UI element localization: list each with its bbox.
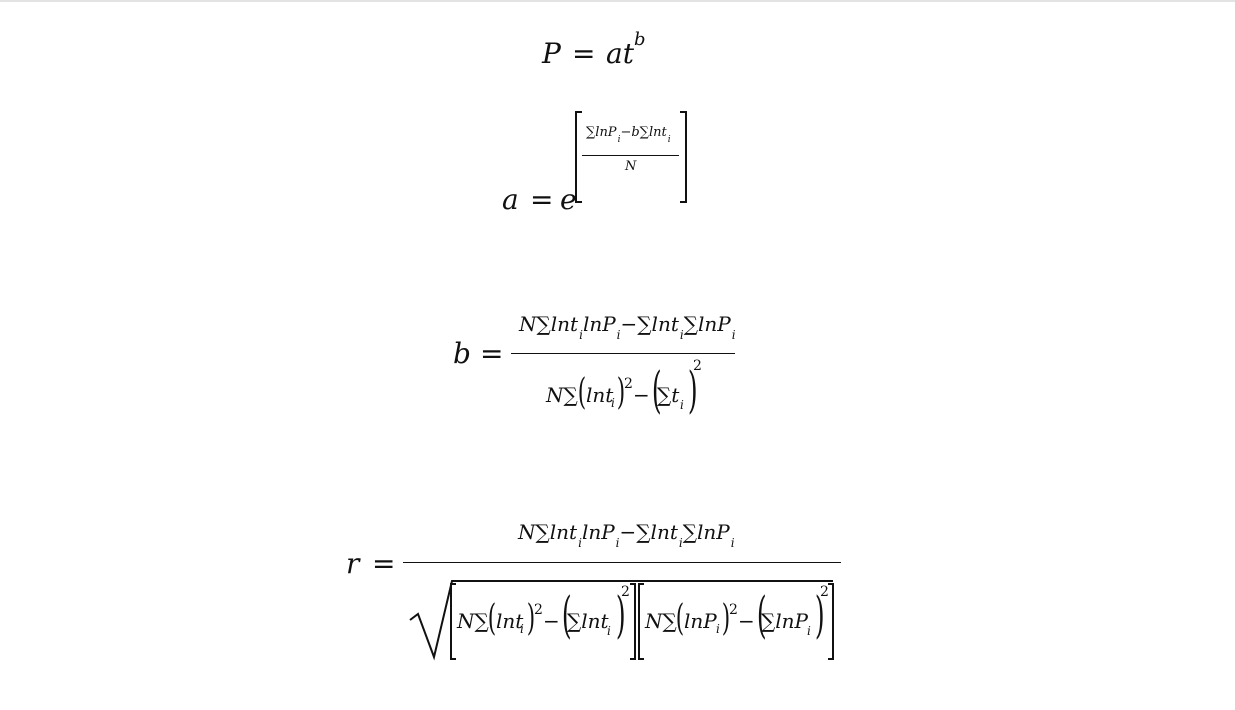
eq4-num-s2: i [615,536,620,550]
eq3-num-3: −∑lnt [620,312,679,336]
eq3-den-rparen2: ) [687,361,698,419]
eq3-den-sq1: 2 [624,376,633,392]
eq4-num-1: N∑lnt [518,520,578,544]
eq4-d2-rparen1: ) [721,598,731,639]
eq4-d2-3: ∑lnP [761,609,809,633]
eq4-d1-3: ∑lnt [567,609,609,633]
eq1-lhs: P [542,37,561,70]
eq3-numerator: N∑lntilnPi−∑lnti∑lnPi [519,312,736,341]
eq4-d1-2: lnt [496,609,524,633]
eq4-d1-right-bracket [630,583,636,660]
eq4-d1-1: N∑ [457,609,489,633]
top-border [0,0,1235,2]
eq4-d1-s3: i [607,624,611,638]
eq4-d1-sq2: 2 [621,584,630,600]
eq2-denominator: N [625,159,637,174]
eq4-num-s3: i [678,536,683,550]
eq4-equals: = [372,547,396,580]
eq4-d2-s2: i [716,622,720,636]
eq4-d2-sq2: 2 [820,584,829,600]
eq1-exponent: b [634,29,646,50]
eq4-d1-minus: − [543,609,560,633]
eq2-fraction-bar [582,155,679,156]
eq3-num-s1: i [579,328,583,342]
eq2-num-b: −b∑lnt [620,125,667,140]
eq2-right-bracket [680,111,687,203]
eq4-lhs: r [346,547,360,580]
eq2-numerator: ∑lnPi−b∑lnti [586,125,671,145]
eq3-den-s2: i [611,396,615,410]
eq4-d2-minus: − [738,609,755,633]
eq3-den-lparen2: ( [651,361,662,419]
eq2-equals: = [530,183,554,216]
eq4-d2-left-bracket [638,583,644,660]
eq3-den-minus: − [633,383,650,407]
eq4-d2-s3: i [807,624,811,638]
eq3-den-sq2: 2 [693,358,702,374]
eq4-d1-left-bracket [450,583,456,660]
eq4-d2-2: lnP [684,609,717,633]
eq4-num-s1: i [578,536,582,550]
eq4-num-s4: i [730,536,735,550]
eq3-lhs: b [453,337,471,370]
eq3-den-lparen1: ( [577,372,587,413]
eq4-d1-rparen1: ) [526,598,536,639]
eq3-den-rparen1: ) [616,372,626,413]
eq4-d1-s2: i [520,622,524,636]
eq2-lhs: a [502,183,519,216]
eq3-equals: = [480,337,504,370]
eq1-equals: = [572,37,596,70]
eq2-num-sub2: i [667,135,671,145]
eq3-den-2: lnt [586,383,614,407]
eq2-num-sub1: i [617,135,621,145]
eq3-num-1: N∑lnt [519,312,579,336]
eq3-num-s2: i [616,328,621,342]
eq4-num-2: lnP [581,520,615,544]
eq1-rhs: at [606,37,634,70]
eq4-d2-lparen1: ( [675,598,685,639]
eq3-den-s3: i [680,398,684,412]
eq4-d1-lparen1: ( [487,598,497,639]
eq2-left-bracket [575,111,582,203]
eq4-num-3: −∑lnt [619,520,678,544]
eq3-num-2: lnP [582,312,616,336]
eq3-num-s3: i [679,328,684,342]
eq4-d2-1: N∑ [645,609,677,633]
eq4-d1-sq1: 2 [534,602,543,618]
eq2-base: e [560,183,577,216]
eq3-num-s4: i [731,328,736,342]
eq3-den-1: N∑ [546,383,578,407]
eq4-num-4: ∑lnP [682,520,730,544]
eq4-d2-sq1: 2 [729,602,738,618]
eq4-d1-rparen2: ) [615,586,626,644]
eq3-fraction-bar [511,353,735,354]
eq4-d1-lparen2: ( [561,586,572,644]
eq4-fraction-bar [403,562,841,563]
eq3-num-4: ∑lnP [683,312,731,336]
eq4-d2-lparen2: ( [756,586,767,644]
eq4-d2-right-bracket [828,583,834,660]
eq3-den-3: ∑t [657,383,680,407]
eq4-d2-rparen2: ) [814,586,825,644]
eq2-num-a: ∑lnP [586,125,617,140]
eq4-numerator: N∑lntilnPi−∑lnti∑lnPi [518,520,735,549]
